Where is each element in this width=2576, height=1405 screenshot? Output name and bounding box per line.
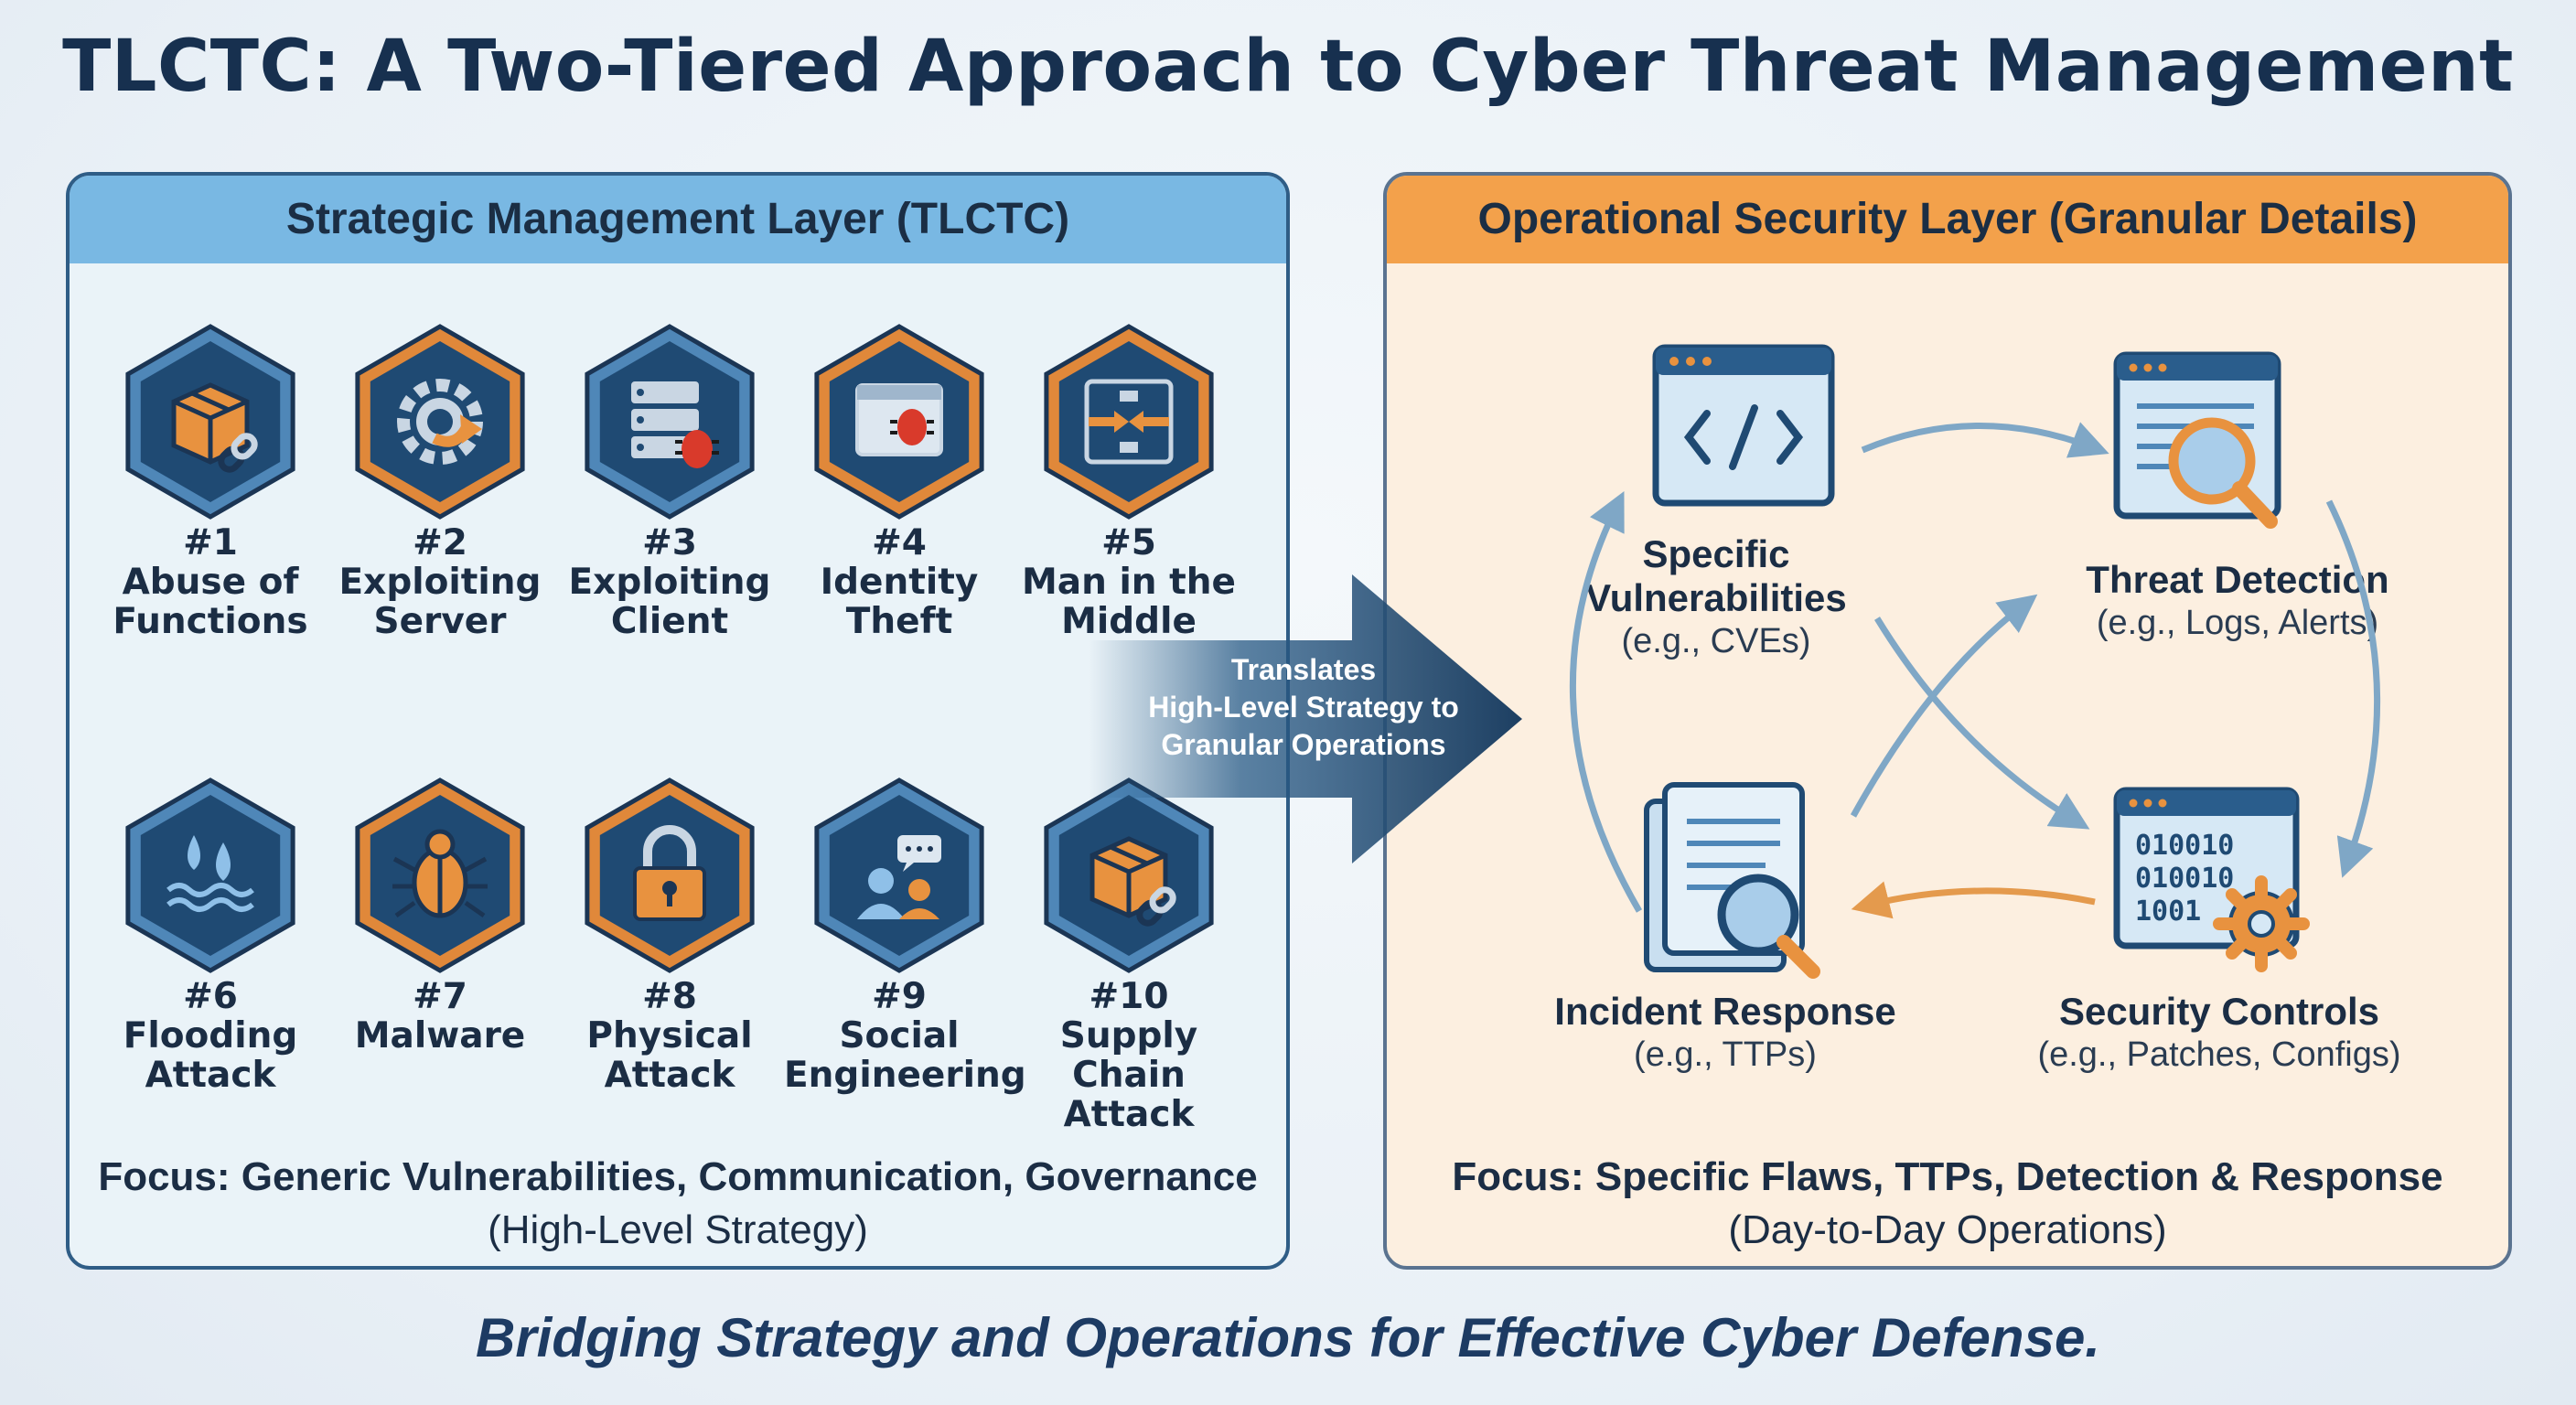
threat-detection-item: Threat Detection (e.g., Logs, Alerts) bbox=[2045, 558, 2430, 644]
bridge-label: Translates High-Level Strategy to Granul… bbox=[1148, 653, 1459, 761]
padlock-icon bbox=[585, 778, 755, 973]
threat-number: #9 bbox=[872, 976, 927, 1017]
strategic-focus-sub: (High-Level Strategy) bbox=[488, 1207, 868, 1252]
operational-focus: Focus: Specific Flaws, TTPs, Detection &… bbox=[1387, 1154, 2508, 1200]
specific-vulnerabilities-item: Specific Vulnerabilities (e.g., CVEs) bbox=[1542, 532, 1890, 662]
security-controls-title: Security Controls bbox=[2058, 990, 2380, 1033]
box-link-icon bbox=[1044, 778, 1214, 973]
threat-number: #7 bbox=[413, 976, 467, 1017]
threat-label: Physical Attack bbox=[586, 1015, 753, 1096]
specific-vulnerabilities-sub: (e.g., CVEs) bbox=[1621, 622, 1811, 660]
tagline: Bridging Strategy and Operations for Eff… bbox=[476, 1307, 2100, 1368]
specific-vulnerabilities-title: Specific Vulnerabilities bbox=[1585, 532, 1847, 619]
threat-number: #8 bbox=[642, 976, 697, 1017]
strategic-layer-header: Strategic Management Layer (TLCTC) bbox=[70, 176, 1286, 263]
threat-label: Exploiting Server bbox=[338, 562, 542, 642]
threat-detection-sub: (e.g., Logs, Alerts) bbox=[2096, 604, 2379, 642]
flow-arrow-vuln-to-detection bbox=[1861, 422, 2109, 458]
threat-number: #6 bbox=[183, 976, 238, 1017]
browser-bug-icon bbox=[814, 324, 984, 520]
threat-label: Identity Theft bbox=[820, 562, 979, 642]
threat-number: #5 bbox=[1101, 522, 1156, 563]
security-controls-sub: (e.g., Patches, Configs) bbox=[2037, 1035, 2401, 1074]
threat-label: Malware bbox=[354, 1015, 526, 1056]
binary-line-1: 010010 bbox=[2135, 830, 2234, 862]
operational-layer-header: Operational Security Layer (Granular Det… bbox=[1387, 176, 2508, 263]
server-bug-icon bbox=[585, 324, 755, 520]
threat-number: #10 bbox=[1089, 976, 1169, 1017]
flow-arrow-response-to-vuln bbox=[1569, 490, 1643, 913]
box-link-icon bbox=[125, 324, 295, 520]
threat-label: Social Engineering bbox=[784, 1015, 1026, 1096]
threat-number: #1 bbox=[183, 522, 238, 563]
threat-number: #4 bbox=[872, 522, 927, 563]
operational-focus-text: Focus: Specific Flaws, TTPs, Detection &… bbox=[1452, 1154, 2443, 1199]
page-title: TLCTC: A Two-Tiered Approach to Cyber Th… bbox=[62, 26, 2514, 108]
document-search-icon bbox=[1644, 782, 1820, 979]
code-window-icon bbox=[1652, 344, 1835, 507]
strategic-focus-text: Focus: Generic Vulnerabilities, Communic… bbox=[98, 1154, 1258, 1199]
gear-arrow-icon bbox=[355, 324, 525, 520]
threat-label: Exploiting Client bbox=[568, 562, 771, 642]
flow-arrow-vuln-to-controls bbox=[1874, 617, 2090, 830]
operational-layer-panel: Operational Security Layer (Granular Det… bbox=[1383, 172, 2512, 1270]
security-controls-item: Security Controls (e.g., Patches, Config… bbox=[2018, 990, 2420, 1076]
flow-arrow-response-to-detection bbox=[1850, 594, 2038, 818]
binary-line-3: 1001 bbox=[2135, 896, 2201, 928]
operational-focus-sub: (Day-to-Day Operations) bbox=[1728, 1207, 2167, 1252]
bug-icon bbox=[355, 778, 525, 973]
threat-number: #3 bbox=[642, 522, 697, 563]
people-chat-icon bbox=[814, 778, 984, 973]
binary-line-2: 010010 bbox=[2135, 863, 2234, 895]
magnifier-document-icon bbox=[2113, 351, 2281, 529]
intercept-arrows-icon bbox=[1044, 324, 1214, 520]
incident-response-title: Incident Response bbox=[1554, 990, 1896, 1033]
bridge-arrow bbox=[1089, 574, 1522, 863]
binary-gear-icon: 010010 010010 1001 bbox=[2113, 787, 2310, 972]
flow-arrow-controls-to-response bbox=[1851, 881, 2096, 919]
incident-response-sub: (e.g., TTPs) bbox=[1634, 1035, 1817, 1074]
threat-label: Abuse of Functions bbox=[113, 562, 308, 642]
threat-label: Supply Chain Attack bbox=[1059, 1015, 1198, 1135]
flow-arrow-detection-to-controls bbox=[2325, 499, 2381, 878]
incident-response-item: Incident Response (e.g., TTPs) bbox=[1533, 990, 1917, 1076]
strategic-focus: Focus: Generic Vulnerabilities, Communic… bbox=[70, 1154, 1286, 1200]
threat-label: Man in the Middle bbox=[1021, 562, 1237, 642]
threat-number: #2 bbox=[413, 522, 467, 563]
water-drop-icon bbox=[125, 778, 295, 973]
threat-label: Flooding Attack bbox=[123, 1015, 298, 1096]
